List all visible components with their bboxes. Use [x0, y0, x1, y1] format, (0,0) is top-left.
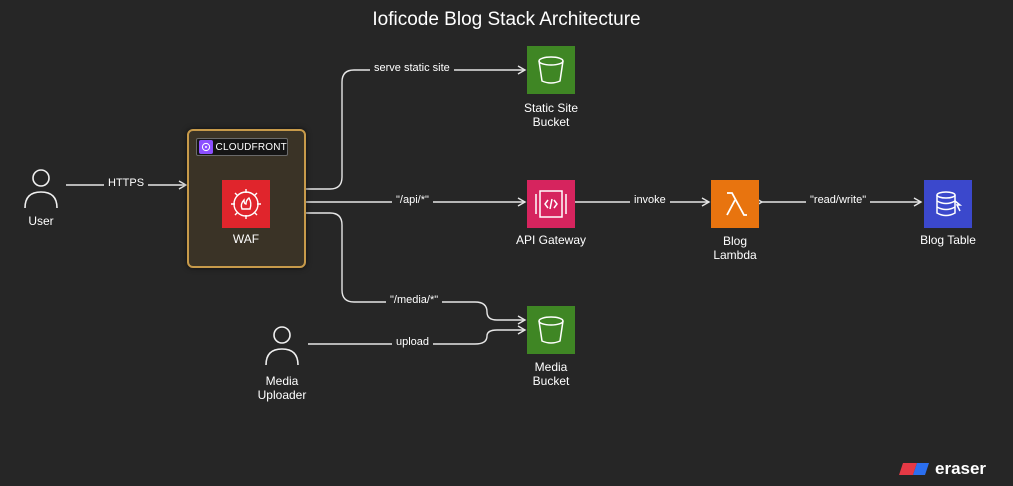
label-line: Media	[265, 374, 299, 388]
eraser-logo-icon	[899, 463, 929, 475]
api-gateway-icon[interactable]	[527, 180, 575, 228]
edge-label-upload: upload	[392, 336, 434, 349]
label-line: Bucket	[532, 115, 570, 129]
cloudfront-icon	[199, 140, 213, 154]
edge-label-https: HTTPS	[104, 177, 149, 190]
s3-bucket-icon[interactable]	[527, 46, 575, 94]
waf-icon[interactable]	[222, 180, 270, 228]
eraser-brand: eraser	[899, 459, 986, 479]
label-line: Uploader	[257, 388, 307, 402]
lambda-icon[interactable]	[711, 180, 759, 228]
dynamodb-icon[interactable]	[924, 180, 972, 228]
edge-uploader-media-bucket	[308, 325, 527, 345]
edge-label-invoke: invoke	[630, 194, 670, 207]
static-site-bucket-label: Static Site Bucket	[506, 101, 596, 129]
s3-bucket-icon[interactable]	[527, 306, 575, 354]
label-line: Bucket	[532, 374, 570, 388]
edge-label-read-write: "read/write"	[806, 194, 871, 207]
edge-label-serve-static-site: serve static site	[370, 62, 454, 75]
blog-lambda-label: Blog Lambda	[690, 234, 780, 262]
edge-label-api: "/api/*"	[392, 194, 433, 207]
diagram-title: Ioficode Blog Stack Architecture	[372, 9, 641, 30]
label-line: Static Site	[523, 101, 579, 115]
label-line: Media	[534, 360, 568, 374]
waf-label: WAF	[232, 232, 260, 246]
edge-label-media: "/media/*"	[386, 294, 443, 307]
label-line: Lambda	[713, 248, 757, 262]
eraser-wordmark: eraser	[935, 459, 987, 478]
blog-table-label: Blog Table	[920, 233, 976, 247]
label-line: Blog	[722, 234, 748, 248]
user-label: User	[28, 214, 54, 228]
user-icon	[265, 326, 299, 366]
media-bucket-label: Media Bucket	[506, 360, 596, 388]
user-icon	[24, 169, 58, 209]
cloudfront-badge: CLOUDFRONT	[196, 138, 288, 156]
edge-waf-media-bucket	[272, 212, 527, 325]
api-gateway-label: API Gateway	[515, 233, 587, 247]
cloudfront-label: CLOUDFRONT	[215, 141, 287, 153]
media-uploader-label: Media Uploader	[242, 374, 322, 402]
edge-waf-static-bucket	[272, 65, 527, 190]
